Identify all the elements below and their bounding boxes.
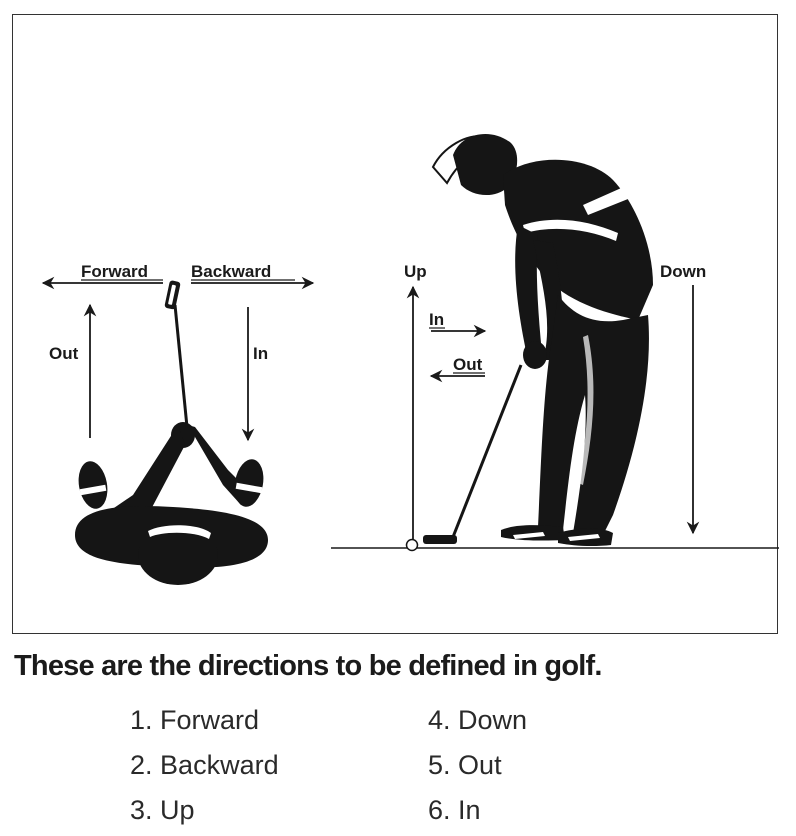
directions-list-right: 4. Down 5. Out 6. In [428,698,527,833]
list-item: 2. Backward [130,743,279,788]
diagram-canvas: Forward Backward Out In [41,133,779,585]
list-item: 6. In [428,788,527,833]
list-item: 1. Forward [130,698,279,743]
list-item-text: Out [458,750,502,780]
out-label-right: Out [453,355,483,374]
list-item: 4. Down [428,698,527,743]
list-item-number: 3. [130,795,153,825]
list-item-number: 6. [428,795,451,825]
up-label: Up [404,262,427,281]
backward-label: Backward [191,262,271,281]
list-item-text: Down [458,705,528,735]
caption-heading: These are the directions to be defined i… [14,650,602,682]
directions-list-left: 1. Forward 2. Backward 3. Up [130,698,279,833]
list-item-text: In [458,795,481,825]
golfer-top-view-icon [75,280,268,585]
list-item-number: 4. [428,705,451,735]
down-label: Down [660,262,706,281]
list-item-number: 1. [130,705,153,735]
out-label-left: Out [49,344,79,363]
list-item-text: Up [160,795,195,825]
diagram-frame: Forward Backward Out In [12,14,779,634]
list-item-text: Forward [160,705,260,735]
forward-label: Forward [81,262,148,281]
in-label-right: In [429,310,444,329]
list-item: 5. Out [428,743,527,788]
list-item-text: Backward [160,750,279,780]
list-item-number: 2. [130,750,153,780]
list-item-number: 5. [428,750,451,780]
golf-ball-icon [405,538,419,552]
in-label-left: In [253,344,268,363]
golfer-side-view-icon [423,133,653,547]
list-item: 3. Up [130,788,279,833]
